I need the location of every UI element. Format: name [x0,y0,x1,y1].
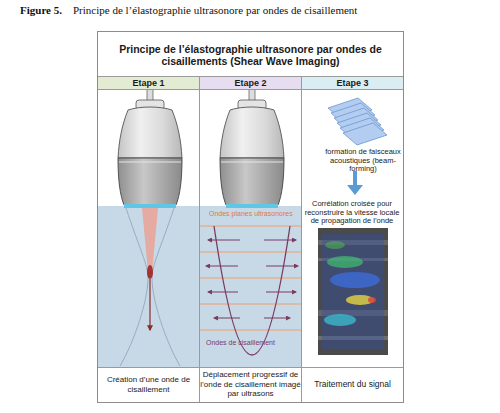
push-beam [142,208,158,272]
figure-heading: Principe de l’élastographie ultrasonore … [104,35,397,75]
step-header: Etape 1 [98,77,199,90]
color-patch [324,314,356,326]
plane-wave-line [200,329,301,330]
step-caption: Traitement du signal [302,367,403,401]
propagation-arrow [206,266,238,267]
propagation-arrow [264,240,296,241]
figure-number: Figure 5. [20,4,62,16]
step-column: Etape 2 Déplacement progressif de l’onde … [200,76,302,402]
ultrasound-image [318,228,388,355]
arrow-shaft [353,171,357,186]
propagation-arrow [266,266,298,267]
color-patch [325,241,345,249]
beam-sheet [343,123,387,145]
wave-label: Ondes planes ultrasonores [209,210,293,217]
shear-wavefront [214,226,290,355]
step-column: Etape 1 Création d’une onde de cisailleme… [98,76,200,402]
arrow-head [347,185,363,195]
color-patch [368,297,376,303]
step-header: Etape 2 [200,77,301,90]
plane-wave-line [200,277,301,278]
figure-title: Principe de l’élastographie ultrasonore … [73,4,357,16]
push-direction-arrow [149,279,150,330]
propagation-arrow [208,292,238,293]
down-arrow [347,171,363,195]
propagation-arrow [264,318,290,319]
ultrasound-probe [220,88,284,208]
color-map [322,234,384,349]
plane-wave-line [200,303,301,304]
focal-spot [147,265,153,279]
propagation-arrow [208,240,240,241]
focused-beam [120,208,180,366]
ultrasound-probe [118,88,182,208]
step-header: Etape 3 [302,77,403,90]
elastography-image [318,228,388,355]
beam-envelope [120,208,148,366]
step-caption: Déplacement progressif de l’onde de cisa… [200,367,301,401]
propagation-arrow [266,292,296,293]
color-patch [327,256,363,268]
tissue-region [98,206,302,367]
process-step-text: Corrélation croisée pour reconstruire la… [304,198,400,228]
process-step-text: formation de faisceaux acoustiques (beam… [321,150,405,172]
plane-waves [200,226,301,330]
plane-wave-line [200,225,301,226]
acoustic-beams-stack [328,98,387,145]
shear-wave [206,226,298,355]
wave-label: Ondes de cisaillement [206,339,275,346]
beam-envelope [152,208,180,366]
step-caption: Création d’une onde de cisaillement [98,367,199,401]
propagation-arrow [214,318,240,319]
step-column: Etape 3 formation de faisceaux acoustique… [302,76,403,402]
figure-frame: Etape 1 Création d’une onde de cisailleme… [97,31,404,403]
color-patch [330,272,380,288]
